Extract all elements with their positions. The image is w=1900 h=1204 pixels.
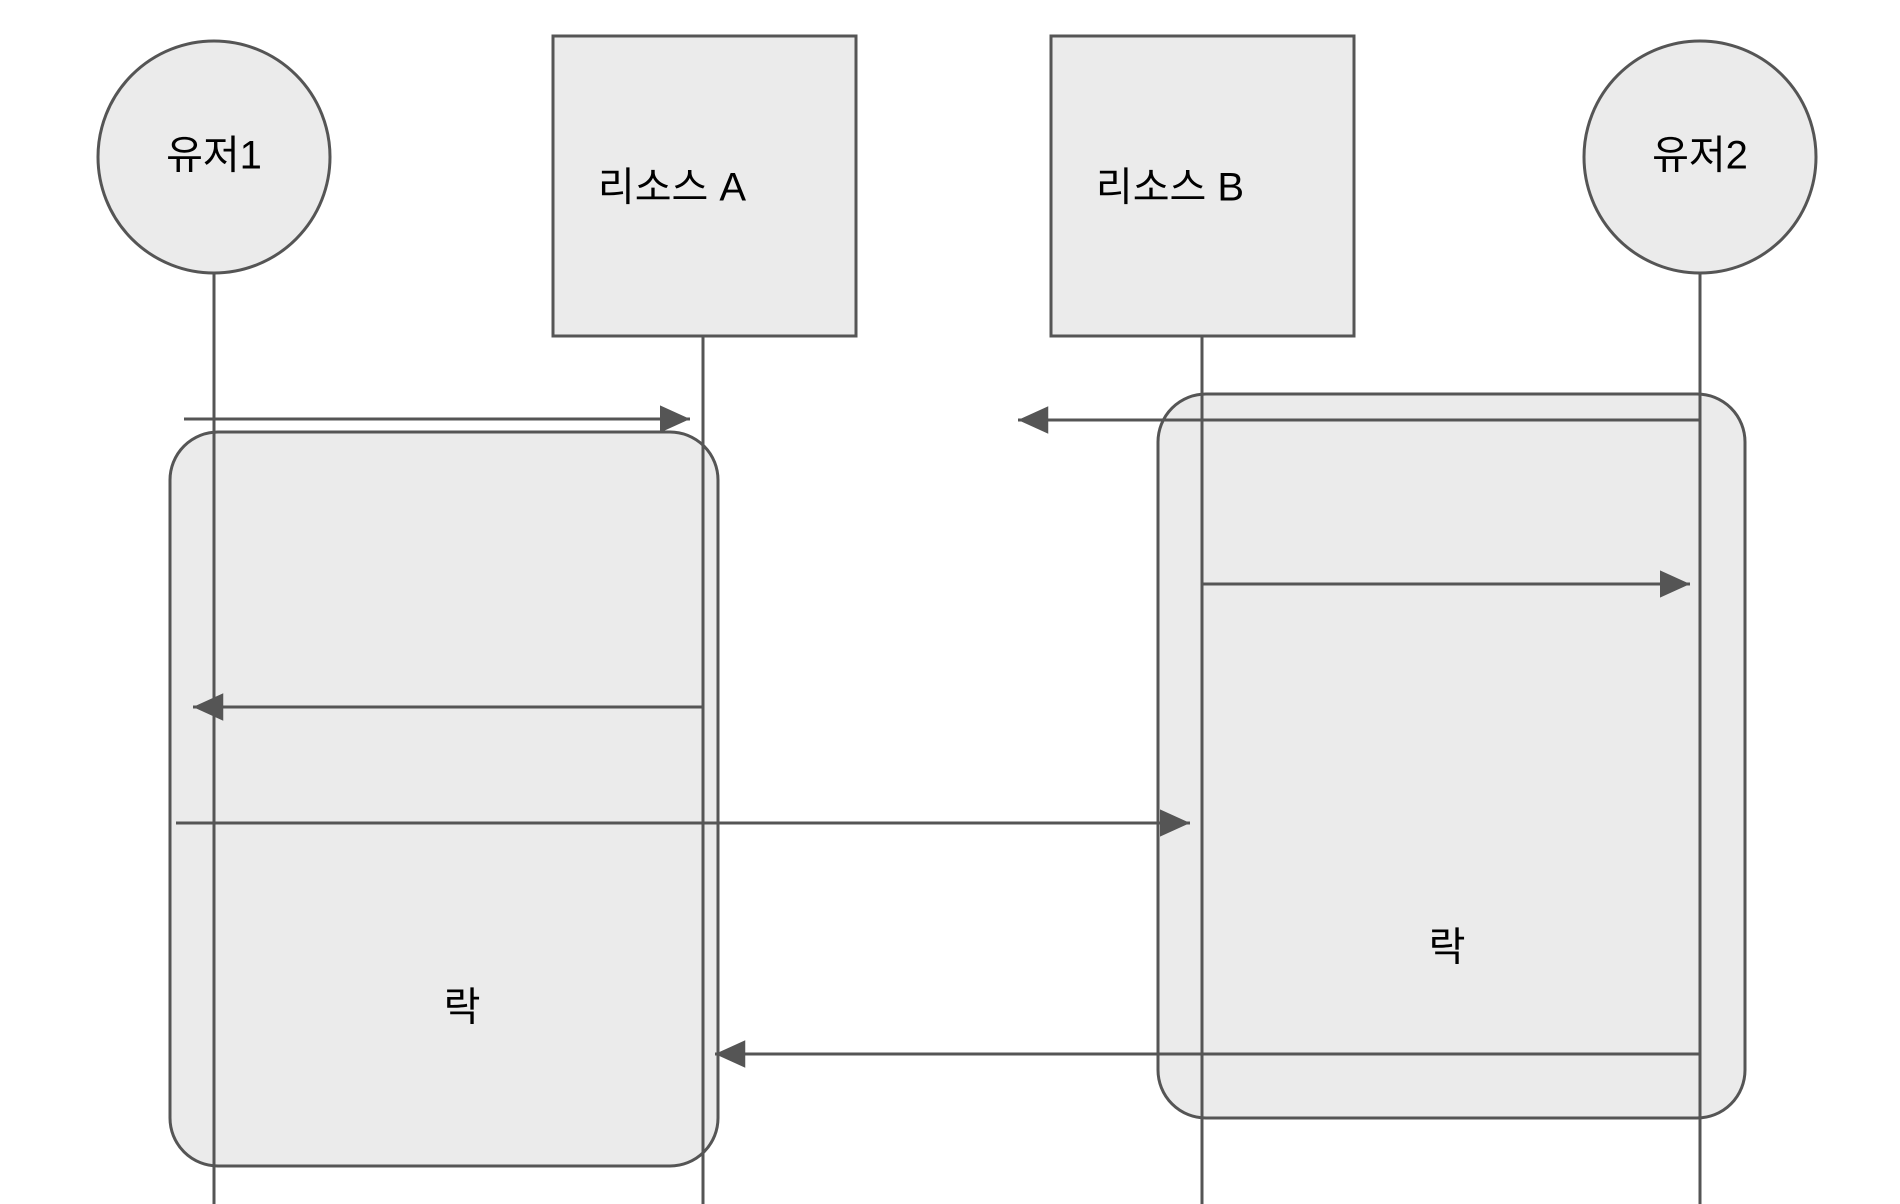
participant-user2[interactable]: 유저2 bbox=[1582, 39, 1818, 275]
participant-resourceB[interactable]: 리소스 B bbox=[1049, 34, 1356, 338]
participant-user2-shape[interactable] bbox=[1582, 39, 1818, 275]
fragment-lock-right[interactable]: 락 bbox=[1156, 392, 1747, 1120]
fragment-lock-left[interactable]: 락 bbox=[168, 430, 720, 1168]
participant-user1-label: 유저1 bbox=[166, 134, 262, 178]
fragment-lock-right-label: 락 bbox=[1429, 926, 1466, 970]
participant-resourceA[interactable]: 리소스 A bbox=[551, 34, 858, 338]
fragments-layer: 락 락 bbox=[168, 392, 1747, 1168]
participant-resourceA-label: 리소스 A bbox=[598, 166, 747, 210]
fragment-lock-left-label: 락 bbox=[444, 986, 481, 1030]
participant-user2-label: 유저2 bbox=[1652, 134, 1748, 178]
lifelines-overlay-layer bbox=[212, 270, 1702, 1204]
participant-user1[interactable]: 유저1 bbox=[96, 39, 332, 275]
participant-resourceB-label: 리소스 B bbox=[1096, 166, 1244, 210]
fragment-lock-left-box[interactable] bbox=[168, 430, 720, 1168]
messages-layer bbox=[176, 405, 1700, 1068]
participant-user1-shape[interactable] bbox=[96, 39, 332, 275]
participant-resourceB-shape[interactable] bbox=[1049, 34, 1356, 338]
fragment-lock-right-box[interactable] bbox=[1156, 392, 1747, 1120]
participants-layer: 유저1 리소스 A 리소스 B 유저2 bbox=[96, 34, 1818, 338]
participant-resourceA-shape[interactable] bbox=[551, 34, 858, 338]
